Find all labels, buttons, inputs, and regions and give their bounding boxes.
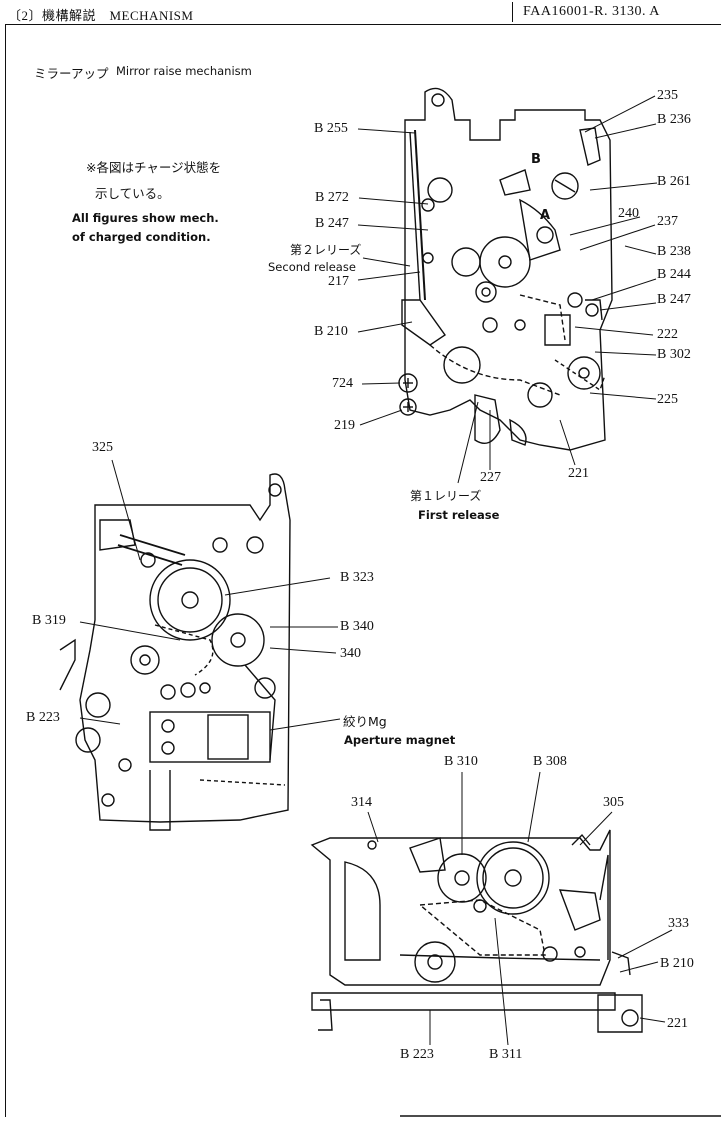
label-340: 340 — [340, 646, 361, 661]
figure3-shaft — [311, 992, 616, 1011]
label-314: 314 — [351, 795, 372, 810]
figure1-screw-219 — [399, 398, 417, 416]
figure3-chassis — [310, 829, 611, 986]
figure3-gear-b310 — [437, 853, 487, 903]
figure2-gear — [211, 613, 265, 667]
label-235: 235 — [657, 88, 678, 103]
label-225: 225 — [657, 392, 678, 407]
label-227: 227 — [480, 470, 501, 485]
figure1-mechanism — [398, 87, 613, 451]
label-first-release-en: First release — [418, 508, 500, 522]
label-b272: B 272 — [315, 190, 349, 205]
label-b310: B 310 — [444, 754, 478, 769]
label-second-release-jp: 第２レリーズ — [290, 243, 362, 257]
figure3-gear-b308 — [476, 841, 550, 915]
note-jp-line2: 示している。 — [95, 186, 170, 201]
label-219: 219 — [334, 418, 355, 433]
label-b340: B 340 — [340, 619, 374, 634]
title-jp: ミラーアップ — [34, 66, 109, 81]
figure1-gear-main — [479, 236, 531, 288]
note-en-line2: of charged condition. — [72, 230, 211, 244]
label-305: 305 — [603, 795, 624, 810]
label-b247-left: B 247 — [315, 216, 349, 231]
label-724: 724 — [332, 376, 353, 391]
label-b238: B 238 — [657, 244, 691, 259]
document-number: FAA16001-R. 3130. A — [512, 2, 723, 22]
figure2-chassis — [79, 473, 291, 823]
note-en-line1: All figures show mech. — [72, 211, 219, 225]
figure1-gear-lower — [567, 356, 601, 390]
page-header: 〔2〕機構解説 MECHANISM FAA16001-R. 3130. A — [0, 0, 723, 24]
label-b247-right: B 247 — [657, 292, 691, 307]
label-240: 240 — [618, 206, 639, 221]
figure3-mirror-box — [344, 861, 381, 961]
label-second-release-en: Second release — [268, 260, 356, 274]
label-b308: B 308 — [533, 754, 567, 769]
figure1-screw — [551, 172, 579, 200]
page-frame — [5, 24, 721, 1117]
note-jp-line1: ※各図はチャージ状態を — [86, 160, 222, 175]
label-b210-fig3: B 210 — [660, 956, 694, 971]
label-333: 333 — [668, 916, 689, 931]
figure2-large-gear — [149, 559, 231, 641]
label-first-release-jp: 第１レリーズ — [410, 489, 482, 503]
label-222: 222 — [657, 327, 678, 342]
label-221-fig1: 221 — [568, 466, 589, 481]
label-b223-fig3: B 223 — [400, 1047, 434, 1062]
section-title: 〔2〕機構解説 MECHANISM — [8, 8, 194, 23]
figure1-hole — [431, 93, 445, 107]
label-b255: B 255 — [314, 121, 348, 136]
label-b323: B 323 — [340, 570, 374, 585]
figure3-mechanism — [310, 829, 643, 1033]
label-325: 325 — [92, 440, 113, 455]
figure2-mechanism — [59, 473, 291, 831]
label-217: 217 — [328, 274, 349, 289]
title-en: Mirror raise mechanism — [116, 64, 252, 78]
label-b210: B 210 — [314, 324, 348, 339]
label-aperture-magnet-jp: 絞りMg — [343, 714, 387, 729]
label-b311: B 311 — [489, 1047, 523, 1062]
figure1-chassis — [404, 87, 613, 451]
label-aperture-magnet-en: Aperture magnet — [344, 733, 456, 747]
figure3-cam — [414, 941, 456, 983]
label-221-fig3: 221 — [667, 1016, 688, 1031]
label-237: 237 — [657, 214, 678, 229]
label-b261: B 261 — [657, 174, 691, 189]
label-b223-fig2: B 223 — [26, 710, 60, 725]
figure2-aperture-magnet — [149, 711, 271, 763]
part-letter-a: A — [540, 208, 551, 223]
label-b244: B 244 — [657, 267, 691, 282]
part-letter-b: B — [531, 152, 541, 167]
label-b302: B 302 — [657, 347, 691, 362]
label-b236: B 236 — [657, 112, 691, 127]
label-b319: B 319 — [32, 613, 66, 628]
